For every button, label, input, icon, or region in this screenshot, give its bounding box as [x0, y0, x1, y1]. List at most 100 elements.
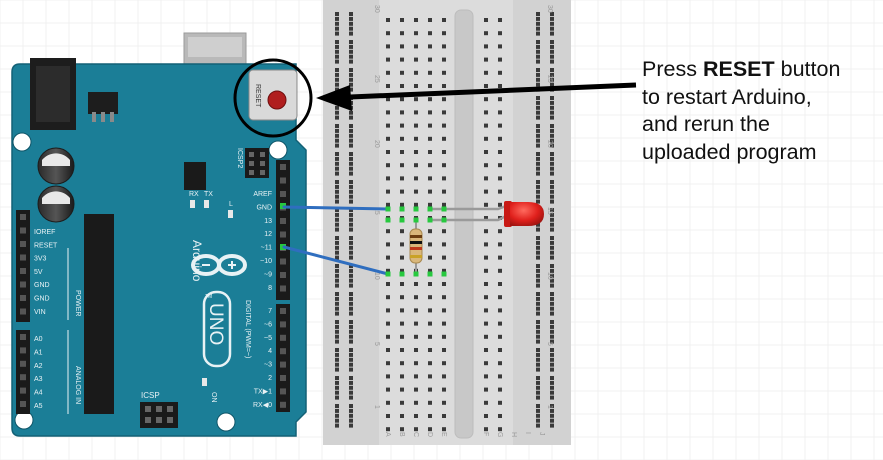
digital-pin-label: 13 [264, 218, 272, 225]
breadboard-hole [428, 189, 432, 194]
row-number-left: 10 [373, 272, 380, 280]
breadboard-hole [442, 282, 446, 286]
rail-hole [349, 334, 353, 339]
breadboard-hole [400, 97, 404, 102]
rail-hole [536, 128, 540, 133]
breadboard-hole [498, 202, 502, 207]
header-pin [280, 401, 286, 408]
header-pin [20, 227, 26, 234]
rail-hole [536, 273, 540, 278]
breadboard-hole [414, 374, 418, 379]
rail-hole [349, 390, 353, 395]
power-pin-label: 5V [34, 269, 43, 276]
column-letter-left: D [426, 432, 433, 437]
rail-hole [349, 395, 353, 400]
breadboard-hole [400, 308, 404, 313]
rail-hole [536, 357, 540, 362]
rail-hole [550, 278, 554, 283]
rail-hole [536, 199, 540, 204]
breadboard-hole [414, 387, 418, 392]
callout-arrow [316, 82, 637, 111]
breadboard-hole [428, 427, 432, 432]
breadboard-hole [428, 321, 432, 326]
rail-hole [550, 352, 554, 357]
rx-led [190, 200, 195, 208]
row-number-left: 30 [373, 5, 380, 13]
row-number-left: 20 [373, 140, 380, 148]
rail-hole [349, 12, 353, 16]
breadboard-hole [442, 361, 446, 366]
rail-hole [335, 68, 339, 72]
rail-hole [349, 87, 353, 92]
rail-hole [550, 380, 554, 385]
breadboard-hole [414, 123, 418, 128]
regulator-pin-1 [92, 112, 96, 122]
digital-header-bottom [276, 304, 290, 412]
rail-hole [550, 227, 554, 232]
breadboard-hole [442, 255, 446, 260]
rail-hole [335, 217, 339, 222]
breadboard-hole [442, 44, 446, 49]
breadboard-hole [400, 110, 404, 115]
rail-hole [335, 26, 339, 31]
breadboard-hole [428, 242, 432, 247]
connection-dot [385, 217, 391, 223]
column-letter-left: E [440, 432, 447, 437]
rail-hole [536, 189, 540, 194]
header-pin [280, 334, 286, 341]
rail-hole [550, 12, 554, 16]
rail-hole [550, 128, 554, 133]
rail-hole [536, 82, 540, 87]
rail-hole [536, 423, 540, 428]
rail-hole [536, 385, 540, 390]
power-pin-label: GND [34, 282, 50, 289]
rail-hole [335, 82, 339, 87]
rail-hole [536, 54, 540, 59]
breadboard-hole [498, 123, 502, 128]
rail-hole [349, 413, 353, 418]
row-number-right: 1 [546, 405, 553, 409]
rail-hole [550, 385, 554, 390]
rail-hole [550, 161, 554, 166]
row-number-right: 10 [546, 272, 553, 280]
rail-hole [349, 292, 353, 296]
rail-hole [335, 21, 339, 26]
rail-hole [349, 49, 353, 54]
breadboard-hole [484, 97, 488, 102]
breadboard-hole [484, 387, 488, 392]
breadboard-hole [498, 321, 502, 326]
rail-hole [335, 227, 339, 232]
usb-connector-top [188, 37, 242, 57]
rail-hole [550, 44, 554, 49]
rail-hole [335, 418, 339, 423]
breadboard-hole [442, 57, 446, 62]
breadboard-hole [442, 295, 446, 300]
breadboard-hole [442, 123, 446, 128]
breadboard-hole [400, 282, 404, 286]
digital-pin-label: ~11 [261, 245, 272, 252]
breadboard-hole [386, 70, 390, 75]
digital-pin-label: ~9 [264, 271, 272, 278]
breadboard-hole [498, 176, 502, 181]
rail-hole [349, 250, 353, 255]
breadboard-hole [428, 18, 432, 22]
icsp-pins [145, 406, 173, 423]
rail-hole [550, 21, 554, 26]
analog-pin-label: A2 [34, 363, 43, 370]
breadboard-hole [498, 57, 502, 62]
column-letter-left: C [412, 432, 419, 437]
rail-hole [335, 143, 339, 148]
rail-hole [335, 292, 339, 296]
breadboard-hole [386, 295, 390, 300]
digital-pin-label: 7 [268, 308, 272, 315]
rail-hole [536, 236, 540, 240]
analog-pin-label: A3 [34, 376, 43, 383]
breadboard-hole [442, 348, 446, 352]
icsp-pin [167, 406, 173, 412]
rail-hole [550, 311, 554, 316]
connection-dot [385, 206, 391, 212]
breadboard-hole [498, 136, 502, 141]
breadboard-hole [386, 334, 390, 339]
header-pin [280, 285, 286, 292]
breadboard-hole [442, 387, 446, 392]
